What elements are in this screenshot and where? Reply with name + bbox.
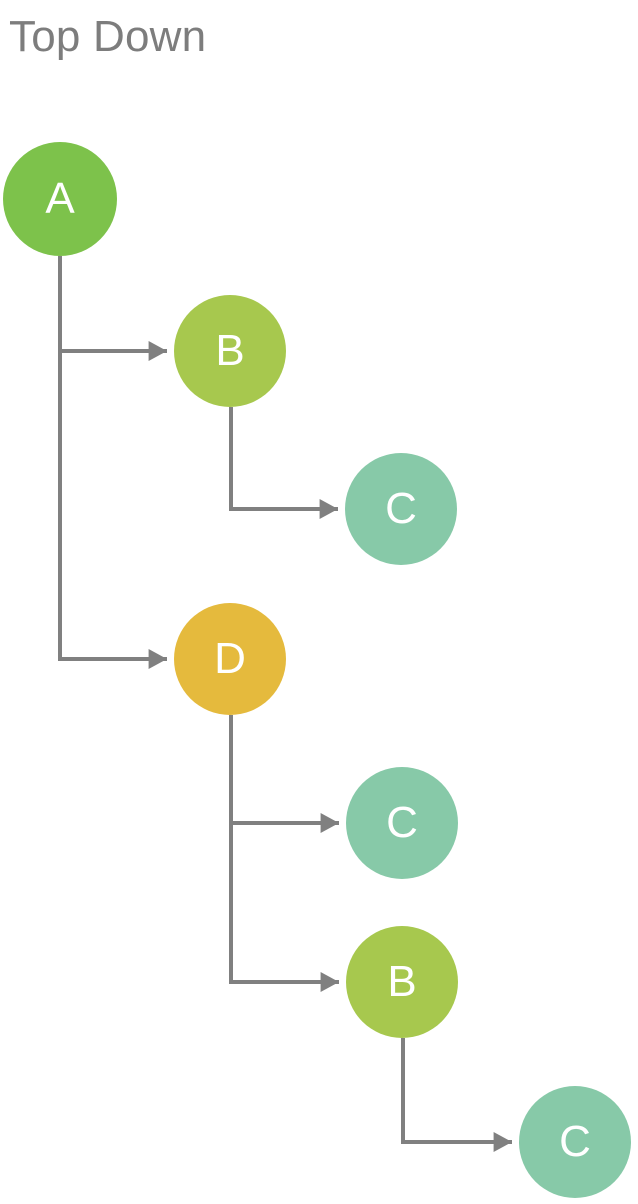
graph-node-d[interactable]: D [174, 603, 286, 715]
graph-node-label: B [387, 957, 417, 1006]
graph-node-label: A [45, 174, 75, 223]
edge-a-to-d [58, 256, 168, 669]
edge-a-to-b1 [58, 256, 168, 361]
edge-d-to-b2 [229, 715, 340, 992]
page-title: Top Down [9, 12, 207, 61]
edge-d-to-c2 [229, 715, 340, 833]
graph-node-label: D [214, 634, 246, 683]
graph-node-label: B [215, 326, 245, 375]
graph-node-b2[interactable]: B [346, 926, 458, 1038]
graph-node-label: C [385, 484, 417, 533]
graph-node-c2[interactable]: C [346, 767, 458, 879]
graph-node-c1[interactable]: C [345, 453, 457, 565]
edge-b2-to-c3 [401, 1038, 513, 1152]
graph-node-label: C [559, 1117, 591, 1166]
edge-group [58, 256, 513, 1152]
graph-node-label: C [386, 798, 418, 847]
graph-node-b1[interactable]: B [174, 295, 286, 407]
graph-node-c3[interactable]: C [519, 1086, 631, 1198]
graph-node-a[interactable]: A [3, 142, 117, 256]
edge-b1-to-c1 [229, 407, 339, 519]
